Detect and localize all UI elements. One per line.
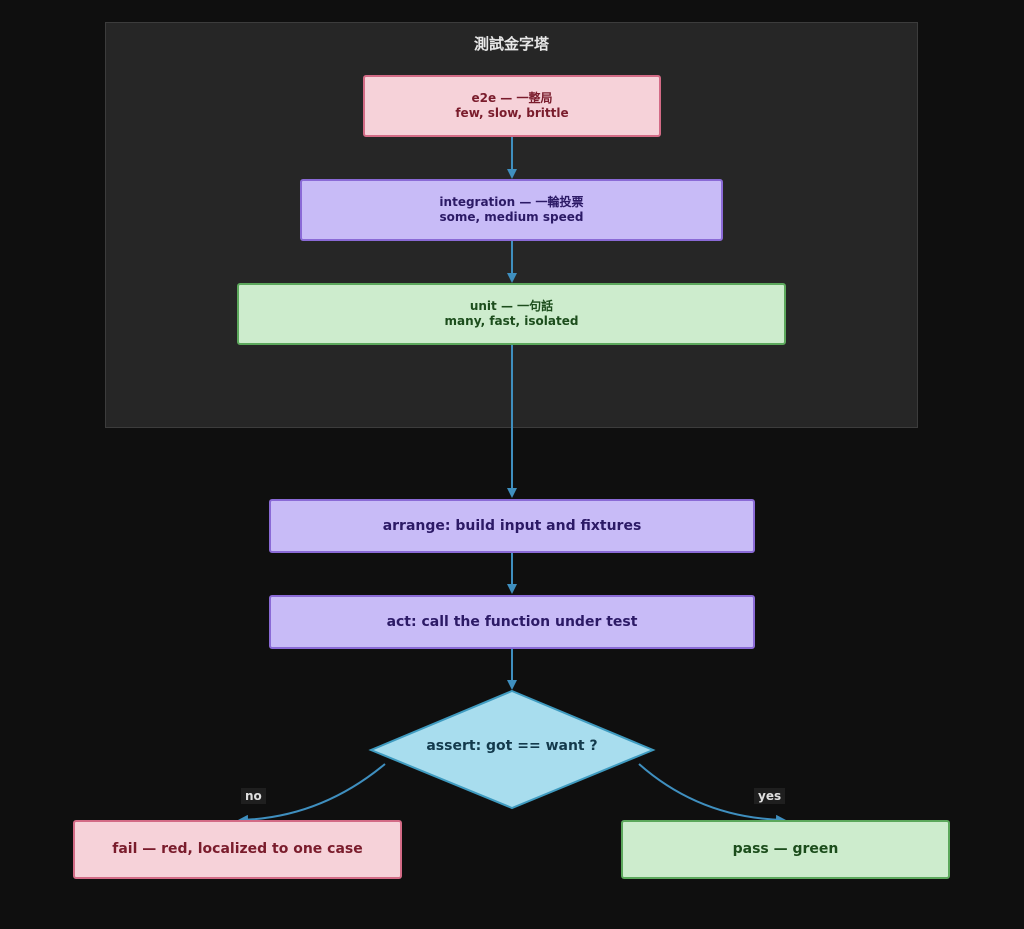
act-label: act: call the function under test — [386, 613, 638, 630]
integration-node: integration — 一輪投票 some, medium speed — [300, 179, 723, 241]
e2e-title: e2e — 一整局 — [471, 91, 553, 105]
act-node: act: call the function under test — [269, 595, 755, 649]
yes-label: yes — [754, 788, 786, 804]
unit-node: unit — 一句話 many, fast, isolated — [237, 283, 786, 345]
unit-desc: many, fast, isolated — [444, 314, 579, 328]
pass-label: pass — green — [732, 841, 839, 857]
edge-assert-pass — [638, 763, 786, 825]
e2e-node: e2e — 一整局 few, slow, brittle — [363, 75, 661, 137]
pass-node: pass — green — [621, 820, 950, 879]
fail-node: fail — red, localized to one case — [73, 820, 402, 879]
arrange-label: arrange: build input and fixtures — [382, 517, 642, 534]
e2e-desc: few, slow, brittle — [455, 106, 569, 120]
assert-label: assert: got == want ? — [426, 738, 598, 754]
integration-desc: some, medium speed — [439, 210, 584, 224]
fail-label: fail — red, localized to one case — [112, 841, 363, 857]
group-title: 測試金字塔 — [473, 35, 549, 53]
arrange-node: arrange: build input and fixtures — [269, 499, 755, 553]
edge-assert-fail — [238, 763, 386, 825]
integration-title: integration — 一輪投票 — [439, 195, 584, 209]
no-label: no — [241, 788, 266, 804]
assert-diamond — [368, 689, 656, 810]
unit-title: unit — 一句話 — [469, 299, 554, 313]
